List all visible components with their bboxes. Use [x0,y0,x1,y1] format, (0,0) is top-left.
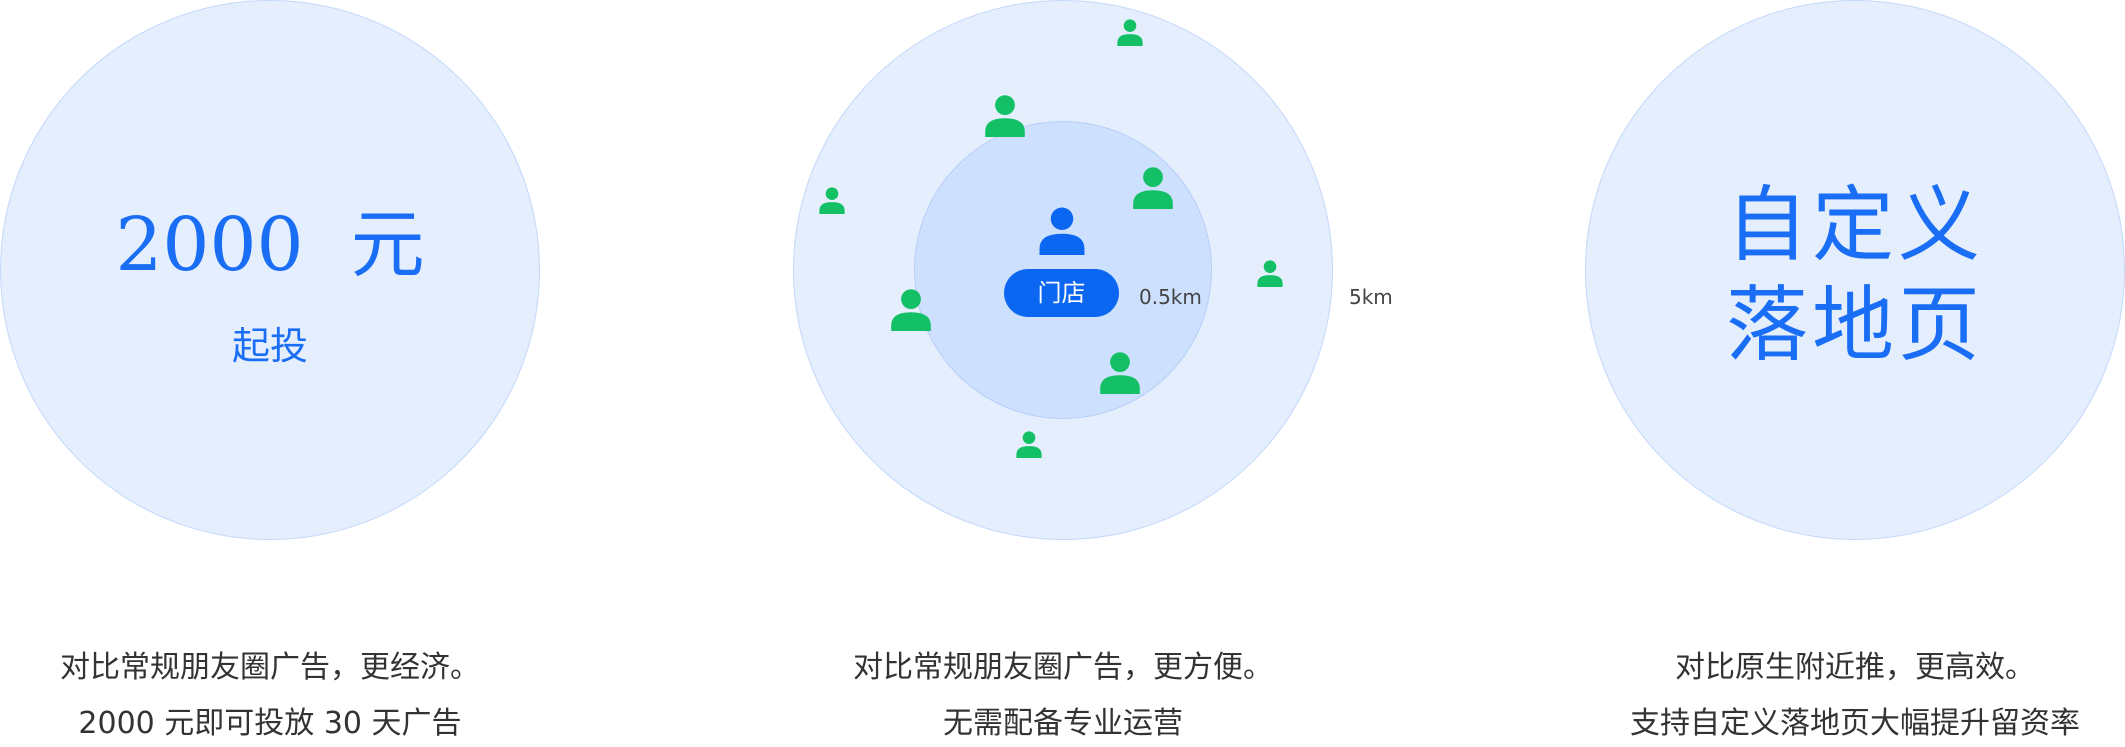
customer-person-icon [1098,350,1142,394]
customer-person-icon [983,93,1027,137]
landing-title-line1: 自定义 [1725,178,1984,273]
panel-radius: 门店 0.5km 5km 对比常规朋友圈广告，更方便。 无需配备专业运营 [793,0,1393,747]
customer-person-icon [818,186,846,214]
store-badge: 门店 [1004,269,1119,317]
price-subtitle: 起投 [231,324,308,368]
outer-radius-label: 5km [1349,285,1393,309]
store-person-icon [1037,205,1087,255]
radius-caption-line2: 无需配备专业运营 [943,706,1183,741]
inner-radius-label: 0.5km [1139,285,1202,309]
budget-caption-line1: 对比常规朋友圈广告，更经济。 [60,650,480,685]
panel-budget: 2000 元 起投 对比常规朋友圈广告，更经济。 2000 元即可投放 30 天… [0,0,540,747]
price-amount: 2000 元 [115,202,425,288]
landing-circle [1585,0,2125,540]
budget-circle [0,0,540,540]
landing-title-line2: 落地页 [1725,278,1984,373]
panel-landing-page: 自定义 落地页 对比原生附近推，更高效。 支持自定义落地页大幅提升留资率 [1585,0,2125,747]
landing-title: 自定义 落地页 [1585,176,2125,376]
customer-person-icon [1015,430,1043,458]
budget-caption-line2: 2000 元即可投放 30 天广告 [78,706,462,741]
radius-caption-line1: 对比常规朋友圈广告，更方便。 [853,650,1273,685]
customer-person-icon [889,287,933,331]
landing-caption-line2: 支持自定义落地页大幅提升留资率 [1630,706,2080,741]
customer-person-icon [1131,165,1175,209]
customer-person-icon [1256,259,1284,287]
landing-caption-line1: 对比原生附近推，更高效。 [1675,650,2035,685]
customer-person-icon [1116,18,1144,46]
